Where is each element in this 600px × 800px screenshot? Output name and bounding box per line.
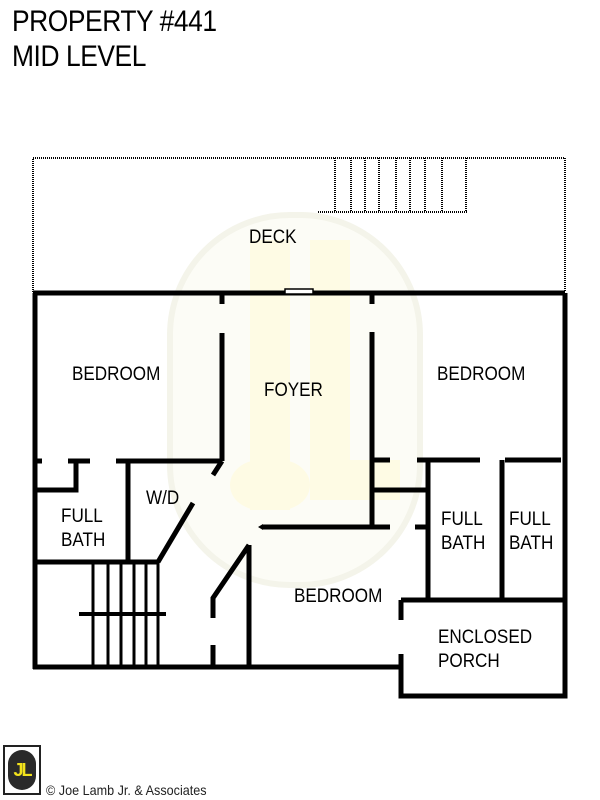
room-label-foyer: FOYER [264,380,323,401]
room-label-bedroom-right: BEDROOM [437,364,526,385]
walls [32,290,568,699]
room-label-full-bath-mid: FULL BATH [441,509,486,554]
company-logo: JL [3,745,41,795]
room-label-bedroom-left: BEDROOM [72,364,161,385]
room-label-full-bath-left: FULL BATH [61,506,106,551]
logo-icon: JL [8,750,36,790]
room-label-bedroom-bottom: BEDROOM [294,586,383,607]
property-title: PROPERTY #441 [12,5,217,38]
level-subtitle: MID LEVEL [12,40,146,73]
room-label-deck: DECK [249,227,297,248]
deck-outline [32,157,566,292]
room-label-wd: W/D [146,488,180,509]
stairs [79,562,166,667]
watermark-logo [167,212,423,588]
room-label-full-bath-right: FULL BATH [509,509,554,554]
room-label-enclosed-porch: ENCLOSED PORCH [438,627,533,672]
window [284,288,314,295]
copyright-text: © Joe Lamb Jr. & Associates [46,782,207,798]
